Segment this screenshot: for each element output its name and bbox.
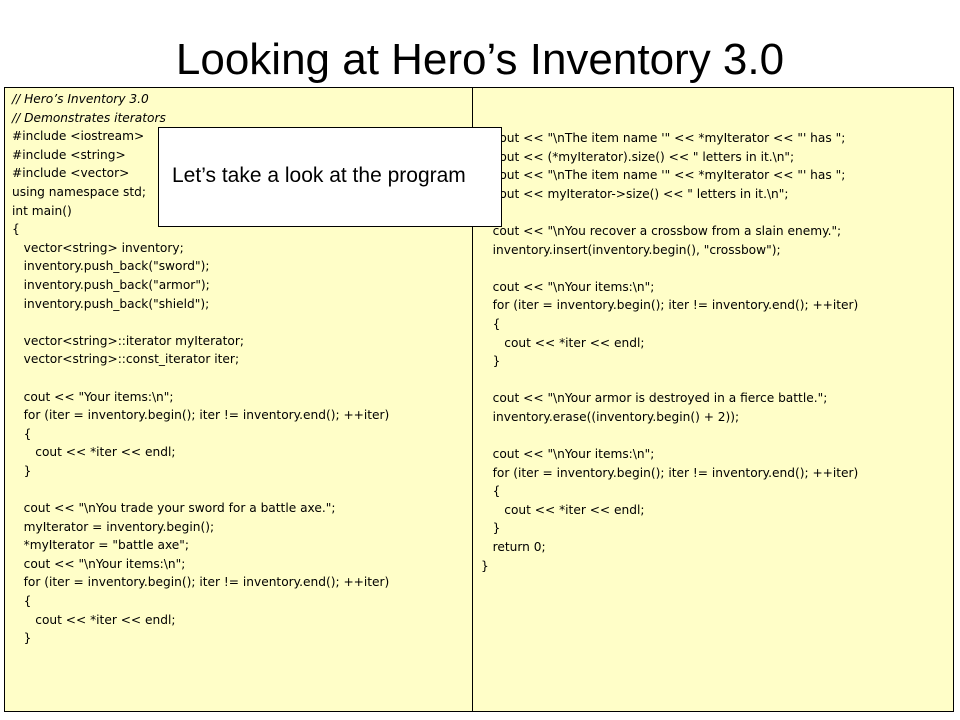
code-line: cout << "\nYou recover a crossbow from a… — [481, 223, 842, 238]
code-line — [481, 371, 953, 390]
code-line: cout << "\nYour items:\n"; — [12, 556, 186, 571]
code-line: for (iter = inventory.begin(); iter != i… — [481, 465, 859, 480]
code-line: inventory.push_back("shield"); — [12, 296, 210, 311]
code-panel-right: cout << "\nThe item name '" << *myIterat… — [472, 87, 954, 712]
code-line: #include <string> — [12, 147, 126, 162]
code-line: cout << "\nYour armor is destroyed in a … — [481, 391, 828, 406]
code-line: myIterator = inventory.begin(); — [12, 519, 215, 534]
code-line — [12, 313, 472, 332]
code-line: int main() — [12, 203, 72, 218]
code-line: cout << "\nThe item name '" << *myIterat… — [481, 131, 846, 145]
code-line: } — [481, 521, 501, 536]
code-line: cout << "\nYour items:\n"; — [481, 447, 655, 462]
code-line — [12, 480, 472, 499]
code-line: { — [481, 316, 501, 331]
code-line: cout << myIterator->size() << " letters … — [481, 186, 789, 201]
code-line: vector<string> inventory; — [12, 240, 184, 255]
code-line: } — [481, 354, 501, 369]
callout-box: Let’s take a look at the program — [158, 127, 502, 227]
code-line: } — [12, 463, 32, 478]
code-listing-right: cout << "\nThe item name '" << *myIterat… — [473, 88, 953, 575]
code-line: inventory.erase((inventory.begin() + 2))… — [481, 409, 740, 424]
code-line: cout << "\nYou trade your sword for a ba… — [12, 501, 336, 516]
code-line: using namespace std; — [12, 184, 146, 199]
code-line: inventory.push_back("armor"); — [12, 277, 210, 292]
code-line: vector<string>::iterator myIterator; — [12, 333, 244, 348]
slide-title: Looking at Hero’s Inventory 3.0 — [175, 35, 785, 84]
code-line: cout << (*myIterator).size() << " letter… — [481, 149, 795, 164]
code-line: cout << *iter << endl; — [12, 445, 176, 460]
code-line — [481, 427, 953, 446]
code-line: #include <iostream> — [12, 129, 145, 144]
code-line: } — [481, 558, 489, 573]
code-line: cout << *iter << endl; — [481, 335, 645, 350]
callout-text: Let’s take a look at the program — [172, 164, 466, 187]
code-line — [481, 203, 953, 222]
code-line: #include <vector> — [12, 166, 130, 181]
code-line: cout << "\nThe item name '" << *myIterat… — [481, 168, 846, 183]
code-listing-left: // Hero’s Inventory 3.0 // Demonstrates i… — [5, 88, 472, 648]
code-line: } — [12, 631, 32, 646]
code-line: for (iter = inventory.begin(); iter != i… — [12, 408, 390, 423]
code-line: inventory.insert(inventory.begin(), "cro… — [481, 242, 781, 257]
code-line — [481, 259, 953, 278]
code-line: return 0; — [481, 540, 546, 555]
code-line: cout << "\nYour items:\n"; — [481, 279, 655, 294]
code-comment-line: // Demonstrates iterators — [12, 110, 166, 125]
code-line: { — [12, 426, 32, 441]
code-comment-line: // Hero’s Inventory 3.0 — [12, 92, 149, 106]
code-line: { — [481, 484, 501, 499]
code-line: vector<string>::const_iterator iter; — [12, 352, 240, 367]
code-line — [12, 369, 472, 388]
code-line: { — [12, 594, 32, 609]
code-line: for (iter = inventory.begin(); iter != i… — [12, 575, 390, 590]
code-line: cout << *iter << endl; — [481, 502, 645, 517]
code-line: { — [12, 222, 20, 237]
code-line: cout << "Your items:\n"; — [12, 389, 174, 404]
code-line: for (iter = inventory.begin(); iter != i… — [481, 298, 859, 313]
code-line: *myIterator = "battle axe"; — [12, 538, 189, 553]
code-line: inventory.push_back("sword"); — [12, 259, 210, 274]
code-line: cout << *iter << endl; — [12, 612, 176, 627]
